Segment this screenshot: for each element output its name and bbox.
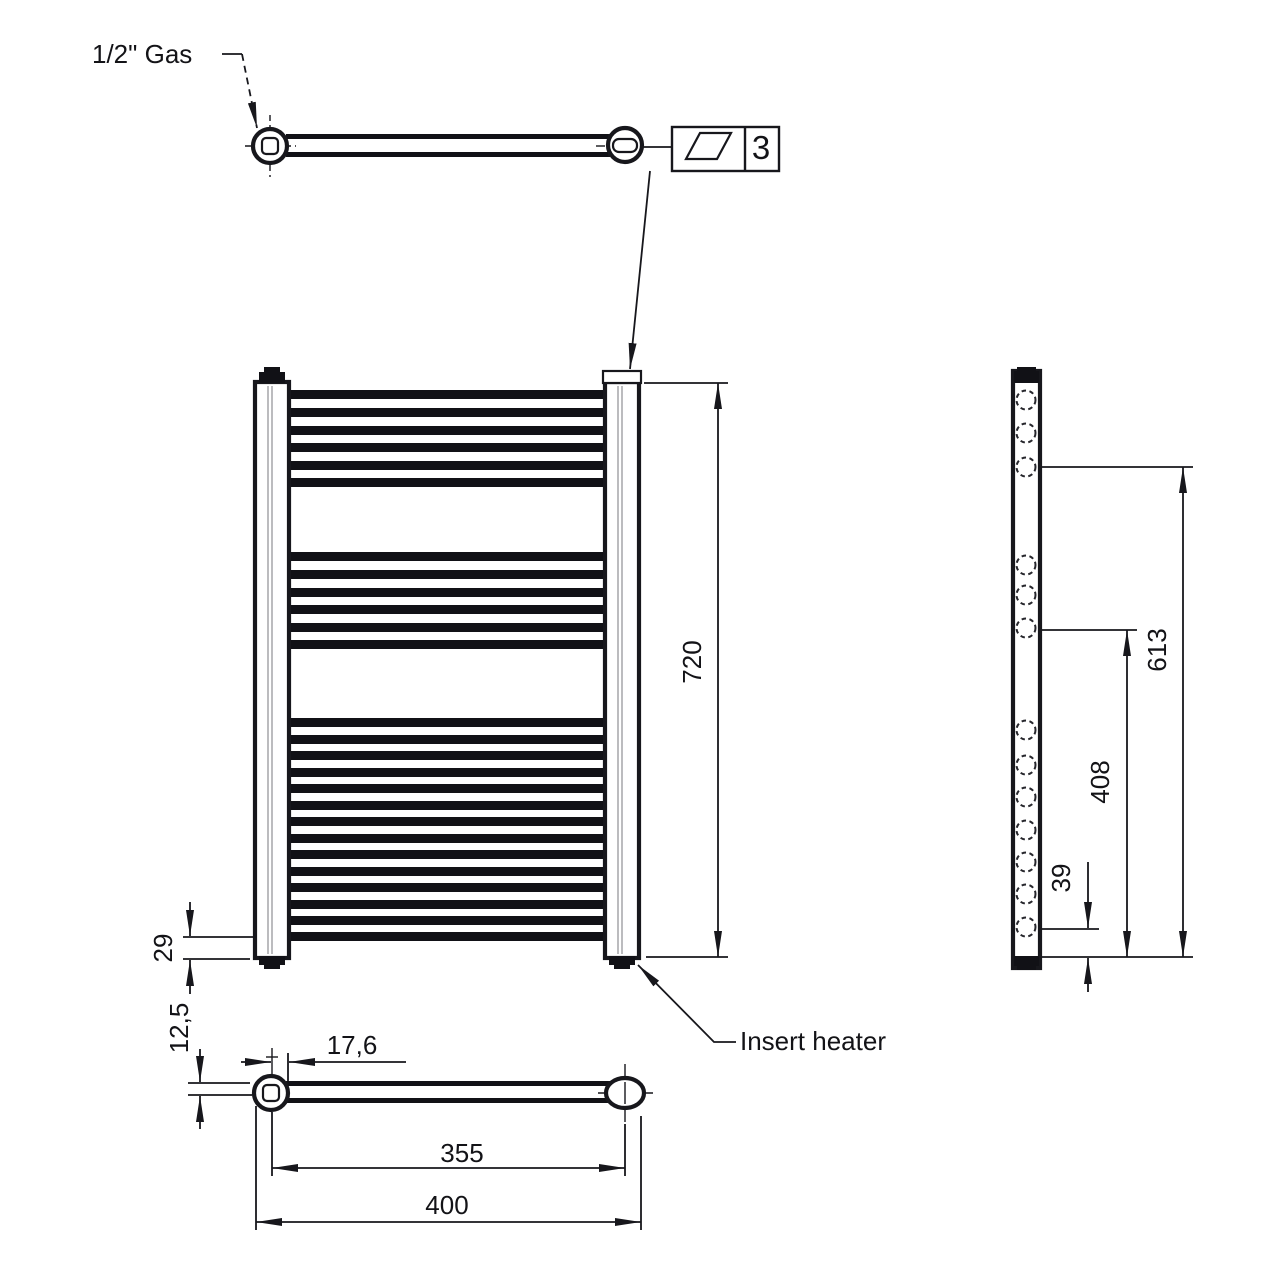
rung: [288, 751, 606, 760]
dim-text-720: 720: [677, 640, 707, 683]
dim-text-39: 39: [1046, 864, 1076, 893]
dim-overall-height: 720: [644, 382, 728, 958]
rung: [288, 478, 606, 487]
rung: [288, 801, 606, 810]
rung-section-circle: [1015, 819, 1037, 841]
rung: [288, 768, 606, 777]
flatness-callout: 3: [628, 125, 781, 370]
rung-section-circle: [1015, 786, 1037, 808]
gas-connection-label: 1/2" Gas: [92, 39, 192, 69]
rung-section-circle: [1015, 851, 1037, 873]
flatness-parallelogram-symbol: [684, 131, 733, 161]
rung: [288, 932, 606, 941]
bottom-view-tube-lower-wall: [286, 1098, 610, 1103]
rung: [288, 718, 606, 727]
rung-section-circle: [1015, 554, 1037, 576]
rung: [288, 640, 606, 649]
top-right-fitting-slot: [611, 137, 639, 154]
rung-section-circle: [1015, 617, 1037, 639]
gas-leader-arrow: [241, 53, 258, 129]
dim-connection-vertical-offset: 12,5: [164, 1003, 252, 1129]
rung: [288, 570, 606, 579]
rung-section-circle: [1015, 584, 1037, 606]
gas-connection-fitting-nut: [260, 136, 280, 156]
front-view: [252, 367, 643, 969]
insert-heater-leader: [637, 964, 736, 1043]
rung: [288, 623, 606, 632]
dim-upper-fixing: 613: [1042, 466, 1193, 958]
side-top-cap: [1014, 371, 1039, 383]
dim-text-408: 408: [1085, 760, 1115, 803]
front-left-bottom-cap: [259, 956, 285, 965]
flatness-leader-to-front-view: [628, 170, 651, 370]
front-right-bottom-cap: [614, 964, 630, 969]
rung-section-circle: [1015, 883, 1037, 905]
top-view-tube-lower-wall: [286, 152, 610, 157]
rung: [288, 916, 606, 925]
dim-text-29: 29: [148, 934, 178, 963]
rung: [288, 443, 606, 452]
rung-section-circle: [1015, 916, 1037, 938]
rung-section-circle: [1015, 389, 1037, 411]
dim-lower-fixing: 408: [1042, 629, 1137, 957]
side-view: [1010, 367, 1043, 971]
rung: [288, 834, 606, 843]
top-view: [245, 115, 645, 177]
rung: [288, 850, 606, 859]
bottom-view: [251, 1048, 653, 1122]
insert-heater-callout: Insert heater: [637, 964, 886, 1056]
bottom-left-fitting-nut: [261, 1083, 281, 1103]
rung: [288, 552, 606, 561]
dim-overall-width: 400: [255, 1106, 642, 1230]
bottom-view-tube-upper-wall: [286, 1081, 610, 1086]
rung: [288, 867, 606, 876]
dim-front-bottom-offset: 29: [148, 902, 256, 994]
rung-section-circle: [1015, 422, 1037, 444]
rung-section-circle: [1015, 754, 1037, 776]
dim-connection-centres: 355: [271, 1112, 626, 1176]
rung: [288, 426, 606, 435]
front-left-top-cap: [259, 372, 285, 383]
rung: [288, 784, 606, 793]
rung: [288, 900, 606, 909]
front-left-bottom-cap: [264, 964, 280, 969]
dim-text-355: 355: [440, 1138, 483, 1168]
side-bottom-cap: [1017, 965, 1036, 970]
side-top-cap: [1017, 367, 1036, 373]
top-view-tube-upper-wall: [286, 134, 610, 139]
dim-text-12-5: 12,5: [164, 1003, 194, 1054]
insert-heater-label: Insert heater: [740, 1026, 886, 1056]
rung: [288, 883, 606, 892]
flatness-value: 3: [752, 129, 770, 166]
front-right-top-cap: [601, 369, 643, 385]
side-tube: [1010, 368, 1043, 971]
rung-section-circle: [1015, 719, 1037, 741]
rung-section-circle: [1015, 456, 1037, 478]
front-left-top-cap: [264, 367, 280, 373]
rung: [288, 390, 606, 399]
dim-connection-horizontal-offset: 17,6: [241, 1030, 406, 1081]
dim-text-17-6: 17,6: [327, 1030, 378, 1060]
rung: [288, 408, 606, 417]
rung: [288, 817, 606, 826]
rung: [288, 461, 606, 470]
side-bottom-cap: [1014, 956, 1039, 966]
rung: [288, 588, 606, 597]
gas-connection-callout: 1/2" Gas: [92, 39, 258, 129]
dim-text-613: 613: [1142, 628, 1172, 671]
dim-text-400: 400: [425, 1190, 468, 1220]
dim-side-bottom-offset: 39: [1042, 862, 1099, 992]
rung: [288, 735, 606, 744]
front-right-bottom-cap: [609, 956, 635, 965]
rung: [288, 605, 606, 614]
